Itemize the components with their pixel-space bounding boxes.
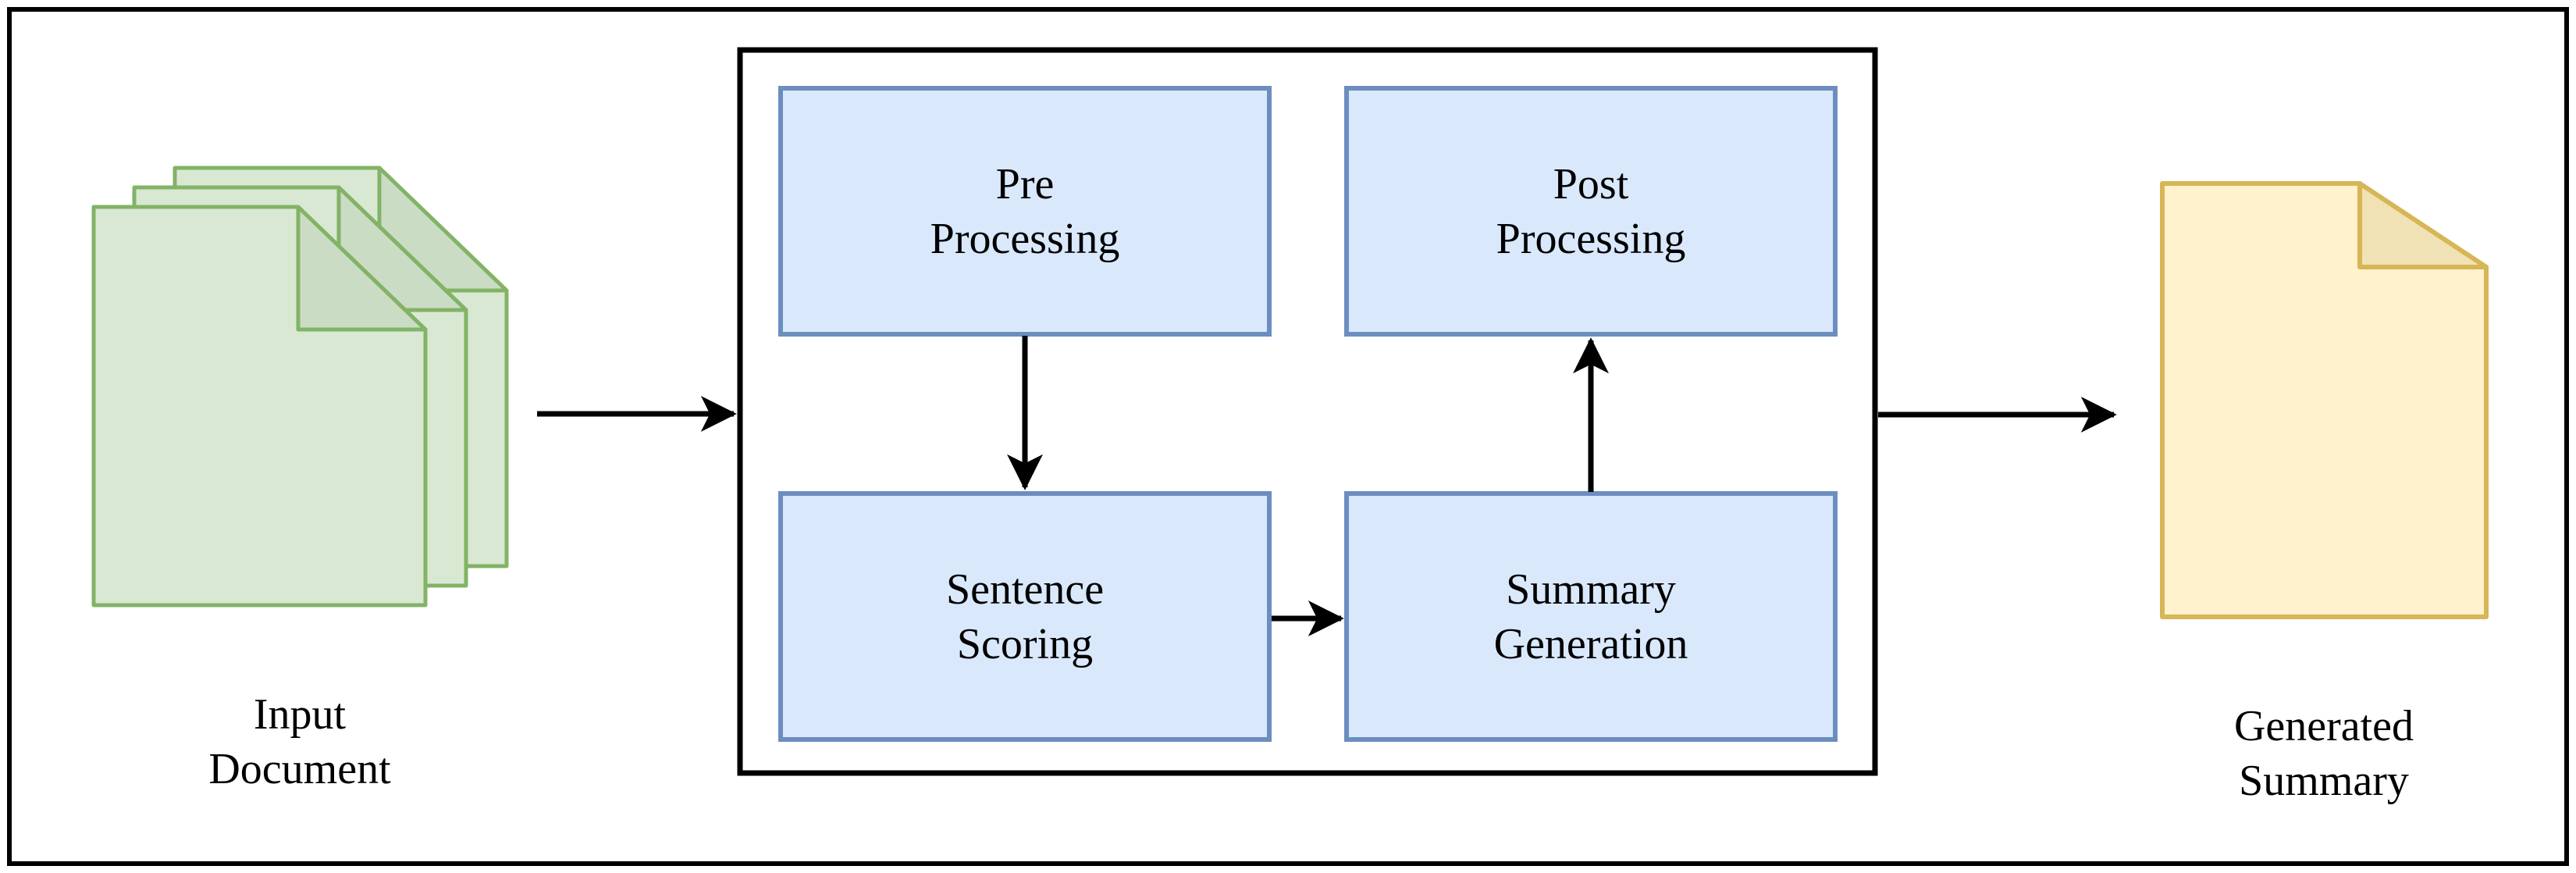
sentence-scoring-box: [778, 491, 1272, 742]
sentence-scoring-label-line2: Scoring: [956, 619, 1094, 668]
sentence-scoring-label: Sentence Scoring: [781, 494, 1269, 739]
generated-summary-label: Generated Summary: [2129, 699, 2519, 808]
input-document-stack-icon: [91, 166, 509, 608]
generated-summary-label-line1: Generated: [2233, 702, 2414, 750]
pre-processing-label: Pre Processing: [781, 88, 1269, 334]
summary-generation-label: Summary Generation: [1347, 494, 1835, 739]
pre-processing-box: [778, 86, 1272, 337]
input-document-label-line2: Document: [208, 745, 391, 793]
summary-generation-box: [1344, 491, 1838, 742]
post-processing-box: [1344, 86, 1838, 337]
folded-corner: [2357, 181, 2489, 269]
folded-corner: [296, 205, 428, 332]
summary-generation-label-line1: Summary: [1506, 565, 1676, 614]
post-processing-label-line1: Post: [1553, 159, 1629, 208]
summary-generation-label-line2: Generation: [1493, 619, 1688, 668]
post-processing-label-line2: Processing: [1496, 214, 1686, 263]
input-document-label: Input Document: [105, 687, 495, 796]
document-page-front: [91, 205, 428, 608]
generated-summary-doc-icon: [2160, 181, 2489, 619]
generated-summary-label-line2: Summary: [2239, 757, 2409, 805]
post-processing-label: Post Processing: [1347, 88, 1835, 334]
sentence-scoring-label-line1: Sentence: [945, 565, 1105, 614]
pre-processing-label-line2: Processing: [930, 214, 1120, 263]
input-document-label-line1: Input: [253, 690, 347, 739]
outer-border-frame: [7, 7, 2569, 866]
pre-processing-label-line1: Pre: [995, 159, 1055, 208]
